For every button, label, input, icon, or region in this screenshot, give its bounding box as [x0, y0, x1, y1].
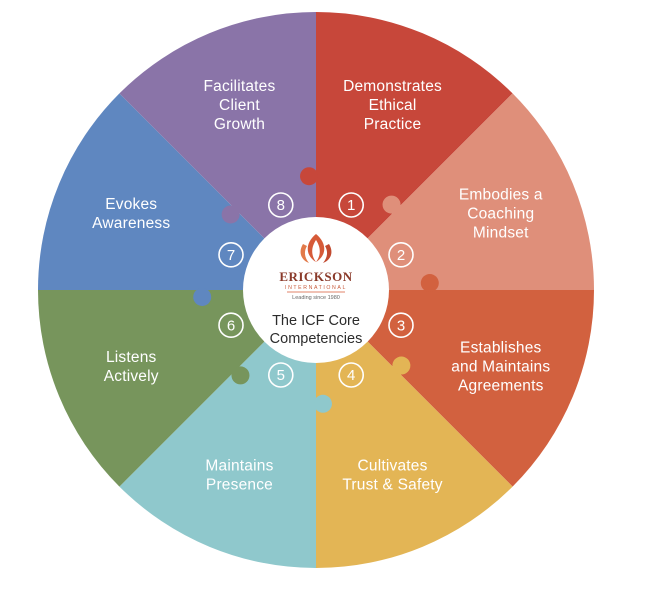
segment-label-5-line-2: Presence: [206, 476, 273, 493]
segment-6: [38, 290, 316, 487]
number-circle-6: [218, 312, 244, 339]
segment-label-6-line-1: Listens: [106, 349, 157, 366]
segment-label-1-line-2: Ethical: [369, 97, 417, 114]
segment-7: [38, 93, 316, 290]
segment-label-4-line-2: Trust & Safety: [342, 476, 442, 493]
segment-label-2-line-2: Coaching: [467, 205, 534, 222]
number-label-6: 6: [227, 317, 235, 334]
number-label-4: 4: [347, 367, 355, 384]
puzzle-tab-5: [313, 394, 332, 413]
segment-label-5-line-1: Maintains: [205, 457, 273, 474]
segment-8: [119, 12, 316, 290]
segment-label-7-line-2: Awareness: [92, 215, 170, 232]
number-circle-2: [388, 241, 414, 268]
number-circle-4: [338, 362, 365, 388]
brand-tagline: Leading since 1980: [292, 295, 340, 301]
brand-name: ERICKSON: [279, 269, 352, 284]
puzzle-tab-1: [300, 167, 319, 186]
segment-3: [316, 290, 594, 487]
number-label-3: 3: [397, 317, 405, 334]
number-label-2: 2: [397, 247, 405, 264]
brand-subtitle: INTERNATIONAL: [285, 285, 347, 291]
number-circle-8: [267, 192, 294, 218]
number-circle-5: [267, 362, 294, 388]
puzzle-tabs: [193, 167, 439, 413]
segment-numbers: 1 2 3 4 5 6 7 8: [218, 192, 414, 388]
center-badge: ERICKSON INTERNATIONAL Leading since 198…: [243, 217, 389, 363]
puzzle-tab-3: [420, 274, 439, 293]
segment-label-2-line-1: Embodies a: [459, 186, 543, 203]
number-circle-7: [218, 241, 244, 268]
number-label-1: 1: [347, 197, 355, 214]
segment-label-3-line-3: Agreements: [458, 378, 544, 395]
center-title-line2: Competencies: [270, 331, 363, 347]
center-title-line1: The ICF Core: [272, 313, 360, 329]
puzzle-tab-6: [231, 366, 250, 385]
segment-label-3-line-2: and Maintains: [451, 359, 550, 376]
segment-label-1-line-1: Demonstrates: [343, 78, 442, 95]
segment-label-7-line-1: Evokes: [105, 196, 157, 213]
segment-5: [119, 290, 316, 568]
segment-label-4-line-1: Cultivates: [358, 457, 428, 474]
segment-1: [316, 12, 513, 290]
number-circle-3: [388, 312, 414, 339]
segment-label-8-line-3: Growth: [214, 116, 265, 133]
puzzle-tab-7: [193, 287, 212, 306]
segment-label-6-line-2: Actively: [104, 368, 159, 385]
wheel-segments: [38, 12, 594, 568]
segment-label-8-line-1: Facilitates: [203, 78, 275, 95]
number-label-5: 5: [277, 367, 285, 384]
puzzle-tab-4: [392, 356, 411, 375]
number-label-8: 8: [277, 197, 285, 214]
puzzle-tab-8: [221, 205, 240, 224]
segment-2: [316, 93, 594, 290]
center-circle: [243, 217, 389, 363]
segment-label-2-line-3: Mindset: [473, 224, 529, 241]
segment-label-3-line-1: Establishes: [460, 340, 542, 357]
flame-logo-icon: [300, 234, 332, 263]
number-label-7: 7: [227, 247, 235, 264]
segment-4: [316, 290, 513, 568]
segment-label-1-line-3: Practice: [364, 116, 422, 133]
puzzle-tab-2: [382, 195, 401, 214]
number-circle-1: [338, 192, 365, 218]
segment-label-8-line-2: Client: [219, 97, 260, 114]
